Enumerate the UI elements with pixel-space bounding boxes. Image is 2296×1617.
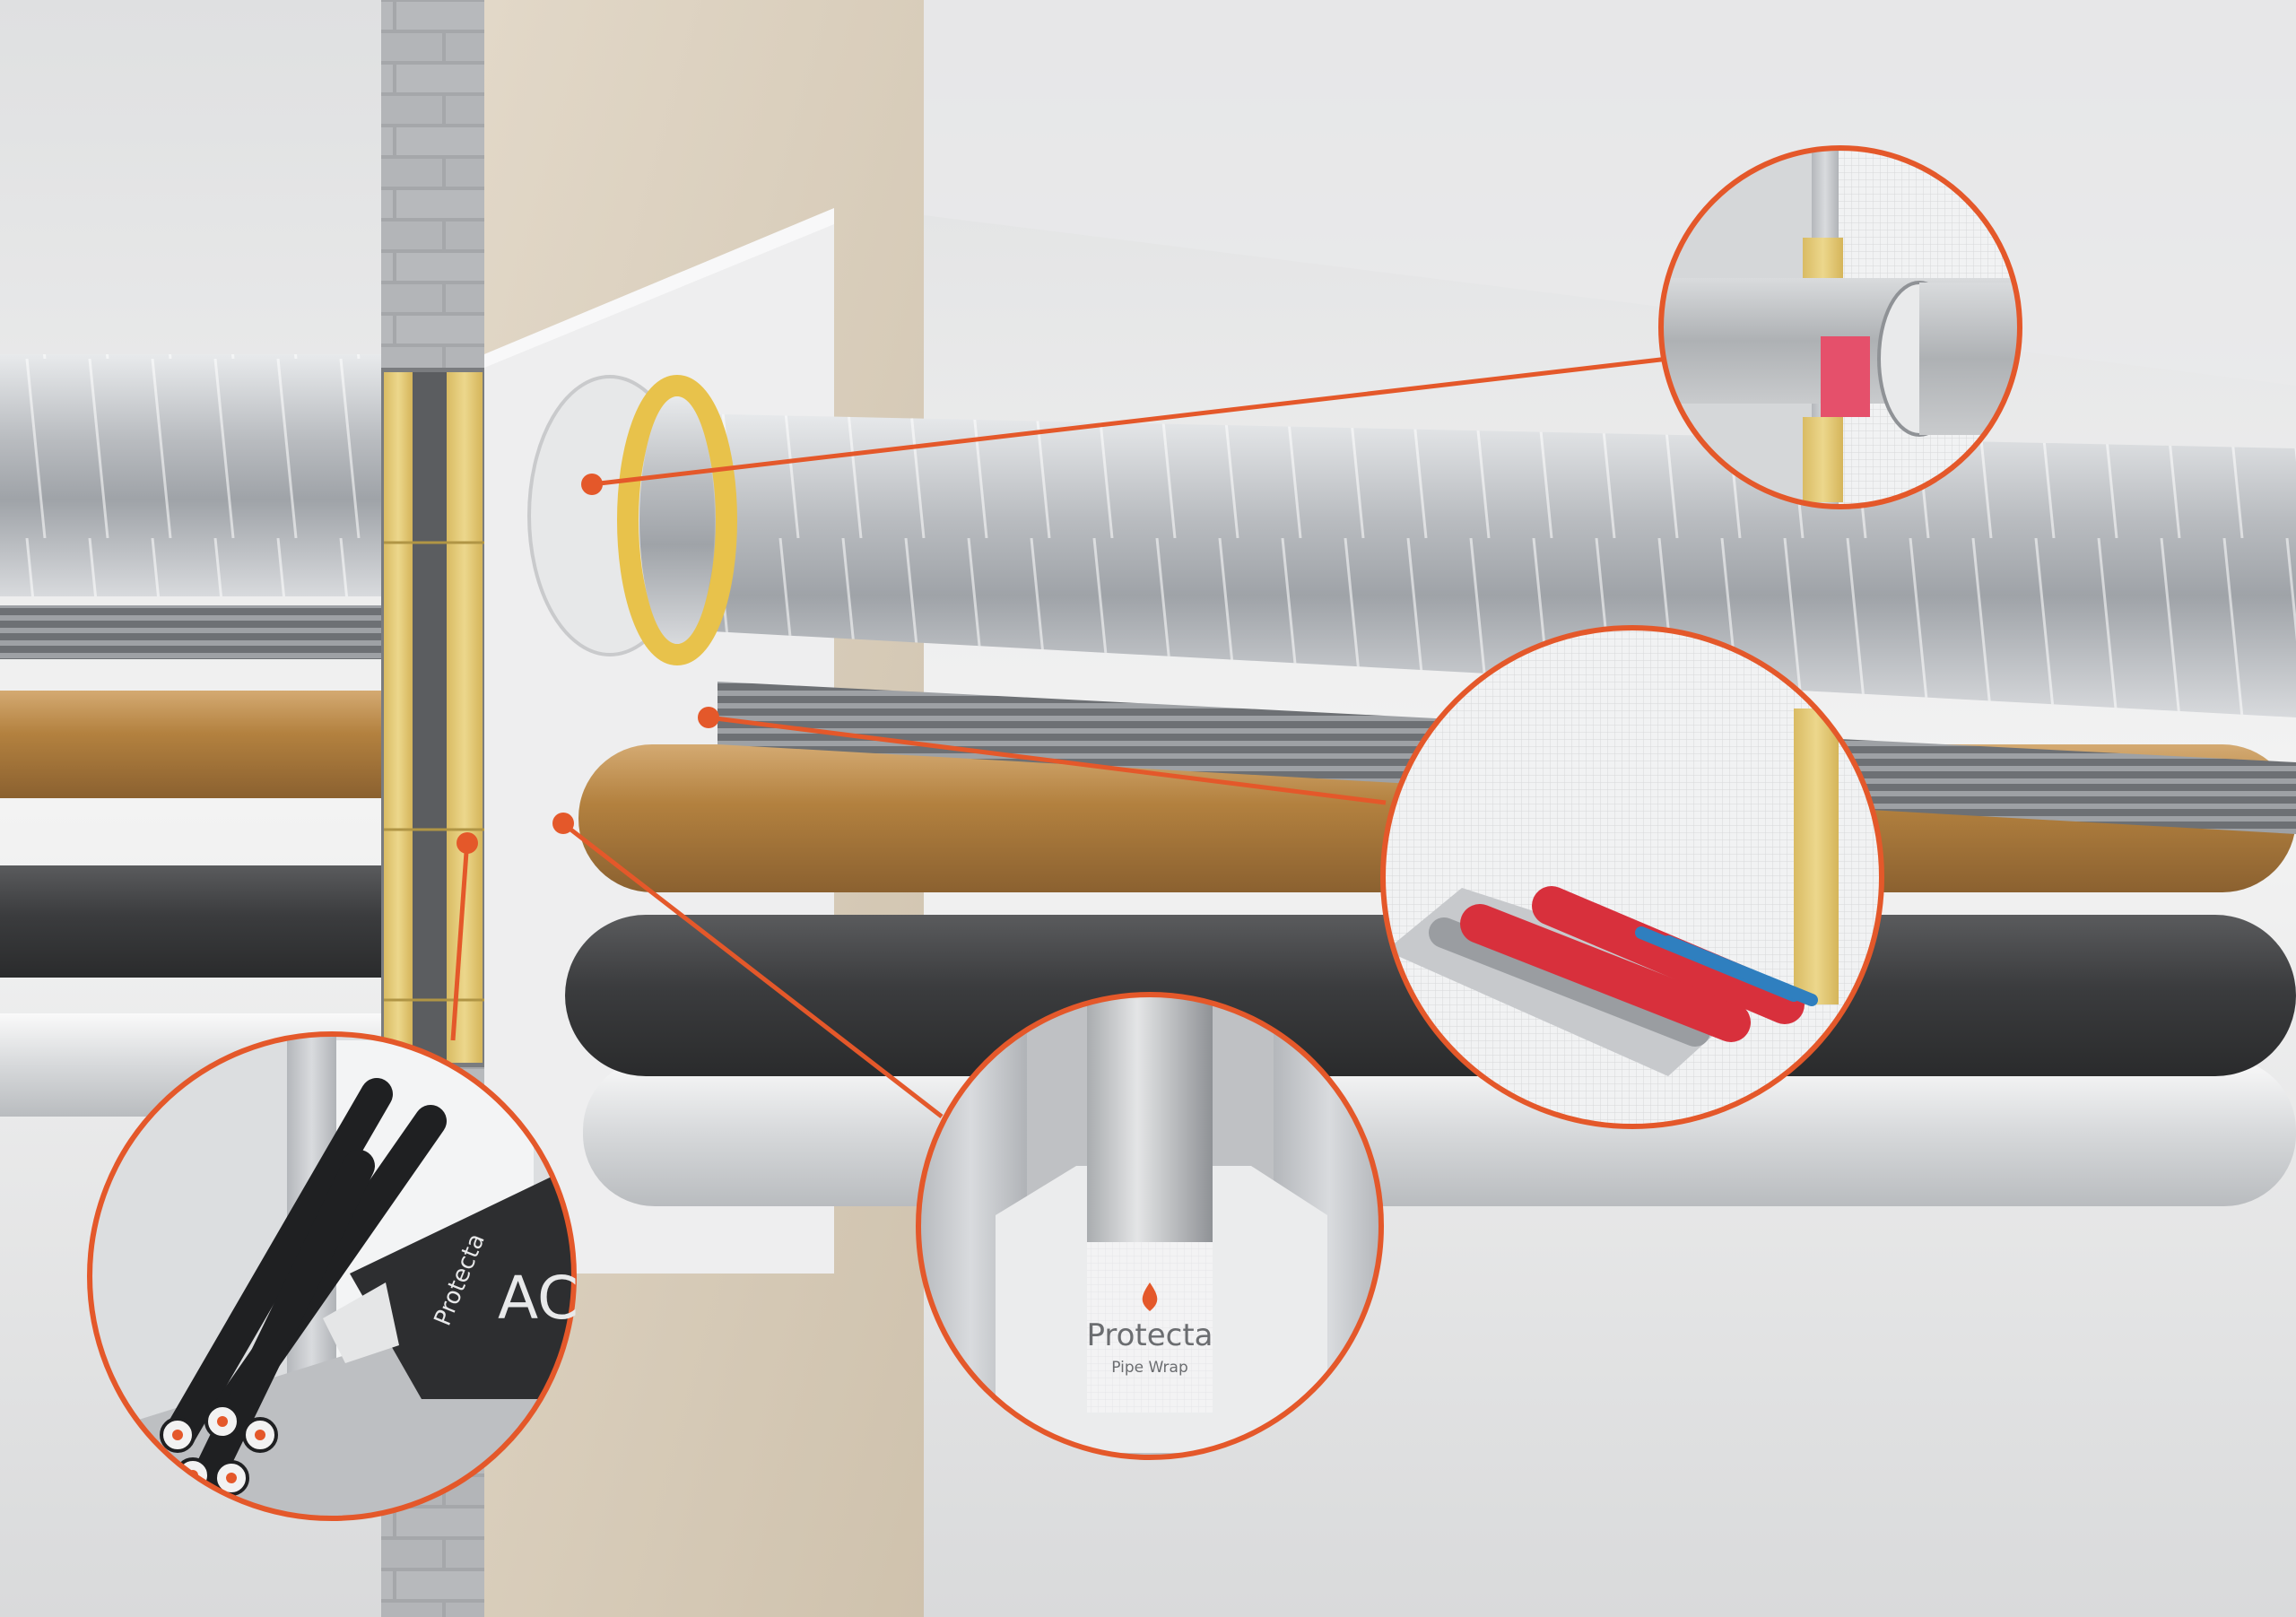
product-code-ac: AC bbox=[498, 1264, 578, 1333]
left-black-pipe bbox=[0, 865, 386, 978]
brand-name-wrap: Protecta bbox=[1086, 1317, 1213, 1353]
wall-opening-mineral-wool bbox=[381, 368, 484, 1067]
product-name-pipe-wrap: Pipe Wrap bbox=[1111, 1359, 1188, 1377]
detail-circle-bottom-left bbox=[87, 1031, 577, 1521]
detail-cable-tray bbox=[1380, 625, 1884, 1129]
detail-acrylic-sealant bbox=[87, 1031, 577, 1521]
callout-dot-duct bbox=[581, 474, 603, 495]
detail-circle-bottom-center bbox=[916, 992, 1384, 1460]
white-pipe bbox=[583, 1058, 2296, 1206]
duct-mineral-wool-ring bbox=[617, 375, 737, 665]
detail-circle-middle-right bbox=[1380, 625, 1884, 1129]
callout-dot-tray bbox=[698, 707, 719, 728]
callout-lines bbox=[450, 356, 1669, 1118]
callout-dots bbox=[457, 474, 719, 854]
pipe-wrap-label: Protecta Pipe Wrap bbox=[1086, 1282, 1213, 1377]
callout-dot-copper bbox=[552, 813, 574, 834]
detail-duct-sleeve bbox=[1658, 145, 2022, 509]
detail-pipe-wrap bbox=[916, 992, 1384, 1460]
left-copper-pipe bbox=[0, 691, 386, 798]
detail-circle-top-right bbox=[1658, 145, 2022, 509]
flame-icon bbox=[1142, 1282, 1158, 1311]
left-cable-tray bbox=[0, 605, 386, 659]
callout-dot-wool bbox=[457, 832, 478, 854]
